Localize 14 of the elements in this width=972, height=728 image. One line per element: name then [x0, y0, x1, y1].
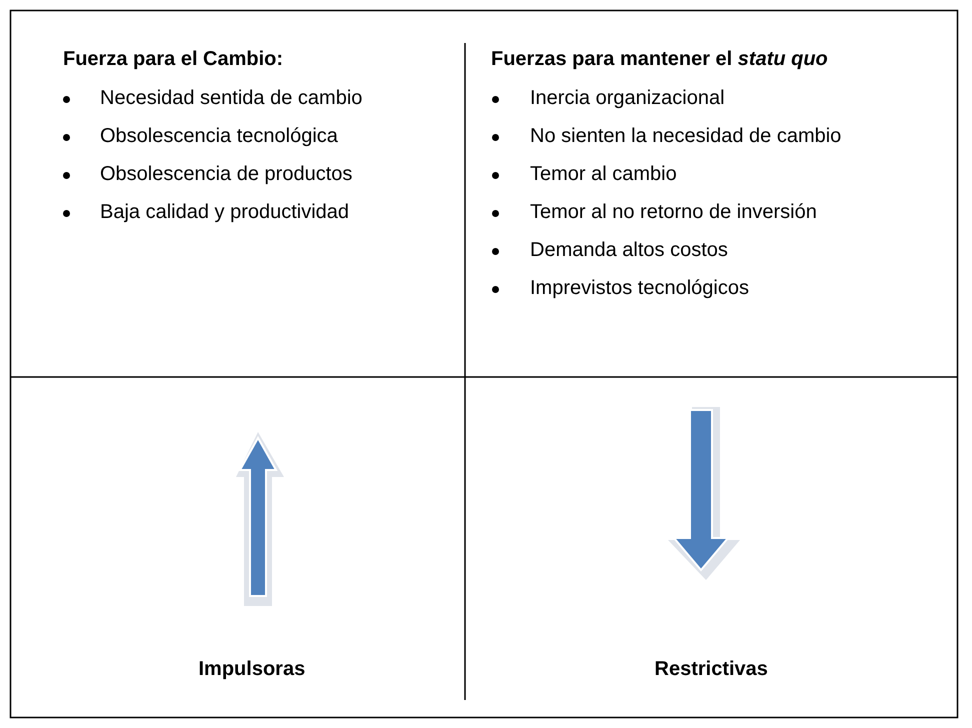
arrow-caption: Restrictivas — [654, 658, 768, 681]
list-item: Obsolescencia de productos — [100, 163, 352, 186]
list-item: Imprevistos tecnológicos — [530, 277, 749, 300]
arrow-caption: Impulsoras — [198, 658, 306, 681]
list-item: Temor al no retorno de inversión — [530, 201, 817, 224]
list-item: Baja calidad y productividad — [100, 201, 350, 224]
list-item: Necesidad sentida de cambio — [100, 87, 362, 110]
list-item: Inercia organizacional — [530, 87, 725, 110]
column-heading: Fuerza para el Cambio: — [63, 48, 284, 71]
list-item: Obsolescencia tecnológica — [100, 125, 338, 148]
list-item: Temor al cambio — [530, 163, 677, 186]
list-item: Demanda altos costos — [530, 239, 728, 262]
column-heading: Fuerzas para mantener el statu quo — [491, 48, 828, 71]
list-item: No sienten la necesidad de cambio — [530, 125, 842, 148]
